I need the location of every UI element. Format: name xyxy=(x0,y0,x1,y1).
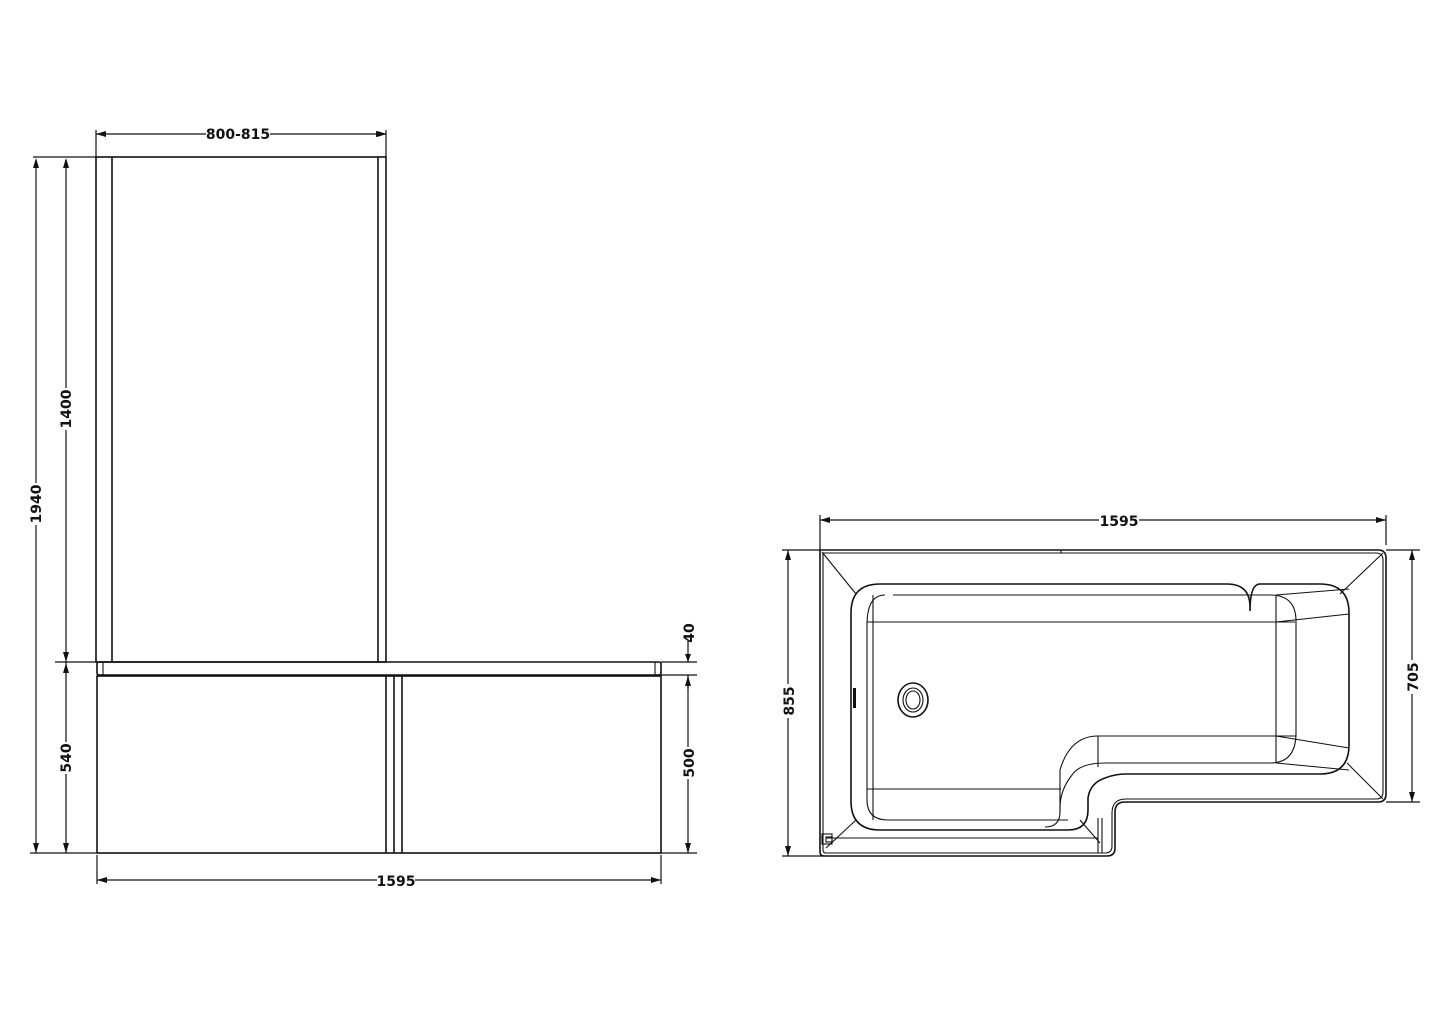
label-bath-length: 1595 xyxy=(377,874,416,890)
plan-view: 1595 855 705 xyxy=(778,511,1422,857)
front-elevation: 800-815 1940 1400 540 xyxy=(26,124,698,890)
basin-rim xyxy=(850,583,1350,831)
bath-panel xyxy=(96,675,662,854)
dimension-bath-length: 1595 xyxy=(96,855,662,890)
bath-outline xyxy=(819,549,1387,857)
dimension-plan-width: 855 xyxy=(778,549,824,857)
shower-screen xyxy=(95,156,387,663)
label-plan-width: 855 xyxy=(782,686,798,715)
plug-waste-icon xyxy=(897,682,929,718)
basin-floor xyxy=(893,594,1297,828)
bath-rim xyxy=(96,661,662,676)
dimension-plan-length: 1595 xyxy=(819,511,1387,550)
dimension-bath-height: 540 xyxy=(56,662,76,853)
label-plan-narrow-width: 705 xyxy=(1406,662,1422,691)
dimension-screen-width: 800-815 xyxy=(95,124,387,157)
overflow-icon xyxy=(853,688,856,708)
label-overall-height: 1940 xyxy=(29,484,45,523)
dimension-plan-narrow-width: 705 xyxy=(1386,549,1422,803)
label-screen-height: 1400 xyxy=(59,389,75,428)
dimension-overall-height: 1940 xyxy=(26,158,46,853)
dimension-panel-height: 500 xyxy=(678,676,698,853)
label-screen-width: 800-815 xyxy=(206,127,270,143)
label-panel-height: 500 xyxy=(682,748,698,777)
label-rim-thickness: 40 xyxy=(682,623,698,643)
label-bath-height: 540 xyxy=(59,743,75,772)
dimension-rim-thickness: 40 xyxy=(682,623,698,690)
label-plan-length: 1595 xyxy=(1100,514,1139,530)
dimension-screen-height: 1400 xyxy=(56,158,76,662)
